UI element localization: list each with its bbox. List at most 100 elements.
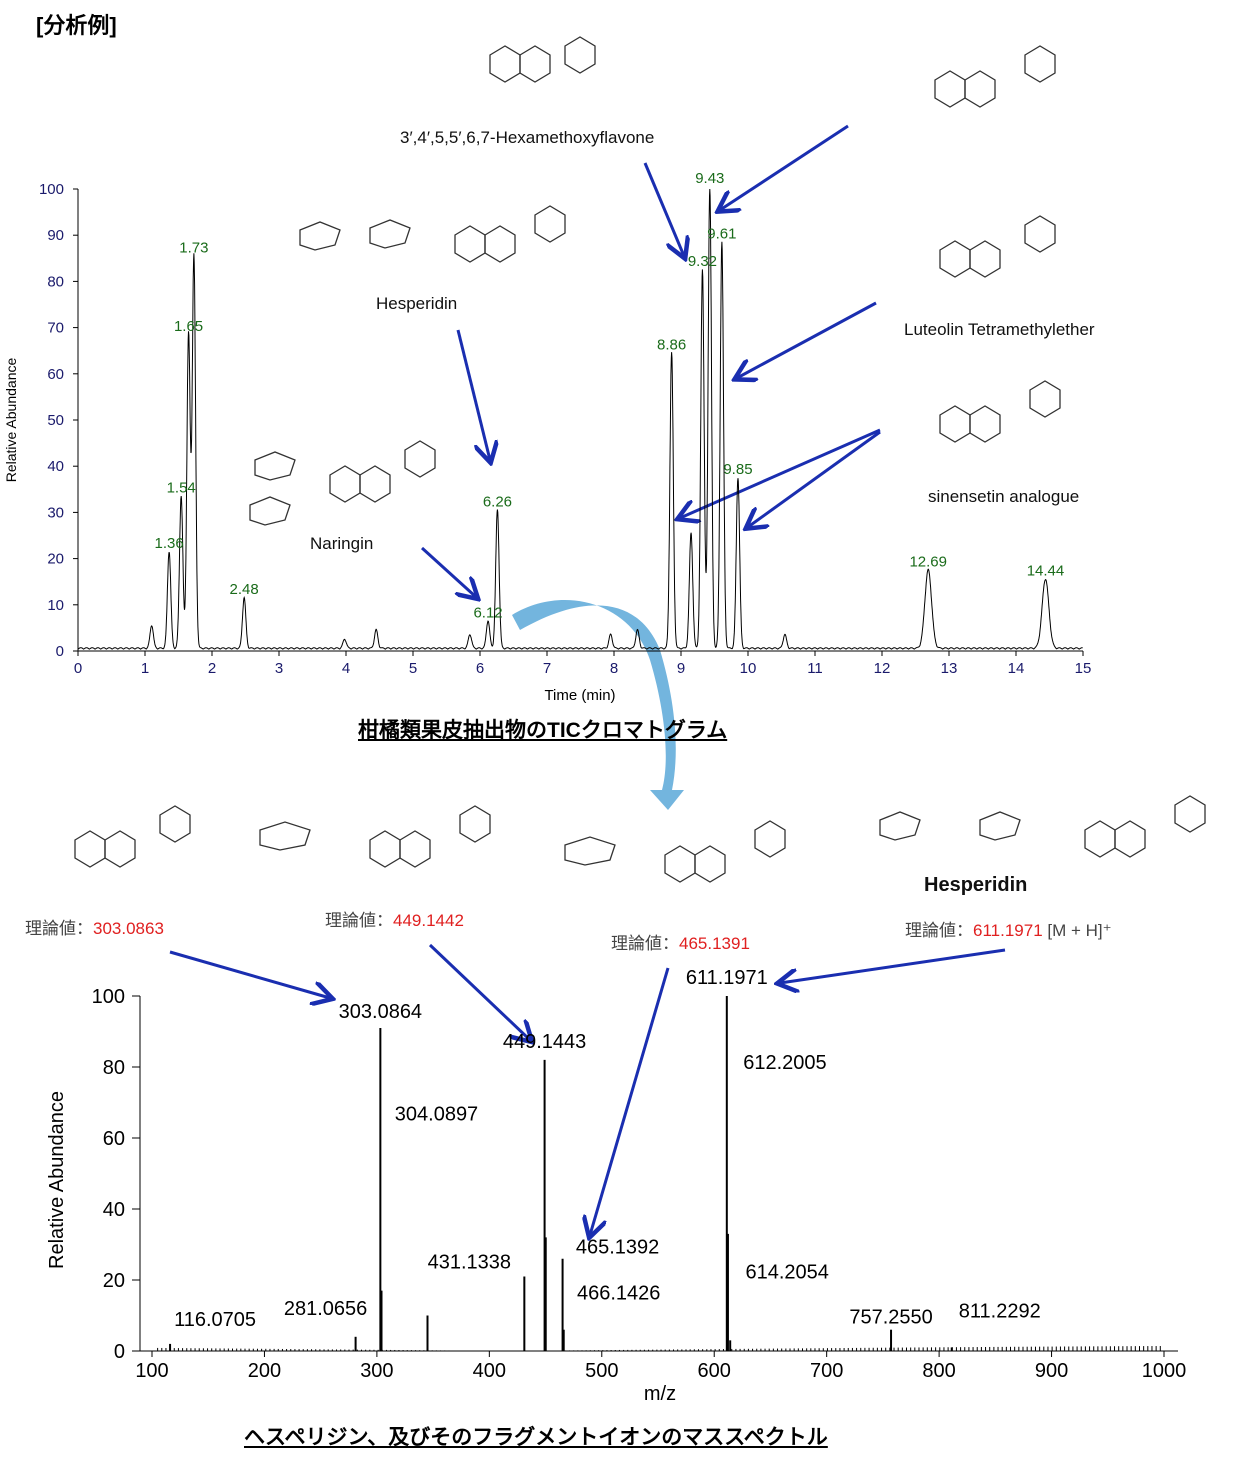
arrow-icon [428, 943, 530, 1040]
arrow-icon [169, 950, 330, 998]
y-tick-label: 40 [103, 1199, 125, 1221]
structure-hesperidin [299, 205, 566, 263]
x-tick-label: 6 [476, 660, 484, 677]
peak-label: 449.1443 [503, 1031, 586, 1053]
arrow-icon [748, 430, 881, 527]
structure-luteolin-tetramethylether [939, 215, 1056, 278]
peak-label: 9.32 [688, 253, 717, 270]
peak-label: 9.85 [723, 461, 752, 478]
y-tick-label: 100 [39, 181, 64, 198]
y-tick-label: 30 [47, 504, 64, 521]
x-tick-label: 300 [360, 1360, 393, 1382]
y-axis-label: Relative Abundance [46, 1091, 68, 1269]
peak-label: 6.26 [483, 493, 512, 510]
label-sinensetin-analogue: sinensetin analogue [928, 487, 1080, 506]
y-tick-label: 0 [114, 1341, 125, 1363]
header-label: [分析例] [36, 13, 117, 38]
x-tick-label: 3 [275, 660, 283, 677]
peak-label: 9.61 [707, 225, 736, 242]
structure-flavone-top-right [934, 45, 1056, 108]
arrow-icon [737, 301, 877, 378]
y-tick-label: 100 [92, 986, 125, 1008]
structure-sinensetin-analogue [939, 380, 1061, 443]
x-tick-label: 100 [135, 1360, 168, 1382]
peak-label: 811.2292 [959, 1300, 1041, 1322]
peak-label: 611.1971 [686, 970, 768, 989]
x-tick-label: 0 [74, 660, 82, 677]
peak-label: 116.0705 [174, 1309, 256, 1331]
peak-label: 8.86 [657, 336, 686, 353]
y-tick-label: 50 [47, 412, 64, 429]
peak-label: 1.36 [155, 535, 184, 552]
structure-hesperidin-full [879, 795, 1206, 858]
y-axis-label: Relative Abundance [3, 358, 19, 483]
structure-fragment-303 [74, 805, 191, 868]
peak-label: 12.69 [909, 553, 947, 570]
peak-label: 304.0897 [395, 1104, 478, 1126]
label-hesperidin-bold: Hesperidin [924, 874, 1028, 896]
theoretical-465: 理論値：465.1391 [611, 934, 750, 953]
y-tick-label: 80 [103, 1057, 125, 1079]
label-naringin: Naringin [310, 534, 374, 553]
x-tick-label: 900 [1035, 1360, 1068, 1382]
peak-label: 431.1338 [428, 1251, 511, 1273]
y-tick-label: 40 [47, 458, 64, 475]
x-tick-label: 14 [1008, 660, 1025, 677]
arrow-icon [590, 967, 670, 1235]
peak-label: 6.12 [473, 604, 502, 621]
structure-hexamethoxyflavone [489, 36, 596, 83]
peak-label: 1.54 [167, 480, 196, 497]
y-tick-label: 0 [56, 643, 64, 660]
label-hesperidin: Hesperidin [376, 294, 458, 313]
theoretical-449: 理論値：449.1442 [325, 911, 464, 930]
y-tick-label: 60 [103, 1128, 125, 1150]
x-tick-label: 11 [807, 660, 823, 677]
peak-label: 1.73 [179, 239, 208, 256]
x-tick-label: 800 [922, 1360, 955, 1382]
peak-label: 614.2054 [745, 1261, 828, 1283]
chromatogram-trace [77, 188, 1083, 650]
x-tick-label: 1 [141, 660, 149, 677]
y-tick-label: 60 [47, 366, 64, 383]
peak-label: 303.0864 [339, 1001, 422, 1023]
structure-fragment-449 [259, 805, 491, 868]
x-axis-label: m/z [644, 1383, 676, 1405]
y-tick-label: 90 [47, 227, 64, 244]
arrow-icon [643, 162, 684, 256]
arrow-icon [420, 546, 476, 597]
peak-label: 14.44 [1027, 563, 1065, 580]
y-tick-label: 80 [47, 273, 64, 290]
curved-arrow-icon [512, 600, 684, 810]
x-tick-label: 200 [248, 1360, 281, 1382]
x-tick-label: 1000 [1142, 1360, 1187, 1382]
x-tick-label: 4 [342, 660, 350, 677]
x-tick-label: 9 [677, 660, 685, 677]
x-tick-label: 15 [1075, 660, 1092, 677]
x-tick-label: 5 [409, 660, 417, 677]
chemical-structures [74, 36, 1206, 883]
y-tick-label: 20 [103, 1270, 125, 1292]
peak-label: 1.65 [174, 318, 203, 335]
structure-fragment-465 [564, 820, 786, 883]
x-axis-label: Time (min) [544, 687, 615, 704]
arrow-icon [456, 329, 490, 460]
arrow-icon [780, 948, 1006, 983]
structure-naringin [249, 440, 436, 526]
x-tick-label: 400 [473, 1360, 506, 1382]
annotation-arrows [169, 124, 1006, 1235]
peak-label: 281.0656 [284, 1298, 367, 1320]
x-tick-label: 10 [740, 660, 757, 677]
x-tick-label: 2 [208, 660, 216, 677]
x-tick-label: 8 [610, 660, 618, 677]
x-tick-label: 500 [585, 1360, 618, 1382]
x-tick-label: 12 [874, 660, 891, 677]
x-tick-label: 13 [941, 660, 958, 677]
y-tick-label: 10 [47, 597, 64, 614]
arrow-icon [680, 428, 881, 518]
peak-label: 465.1392 [576, 1237, 659, 1259]
theoretical-611: 理論値：611.1971 [M + H]⁺ [905, 921, 1112, 940]
